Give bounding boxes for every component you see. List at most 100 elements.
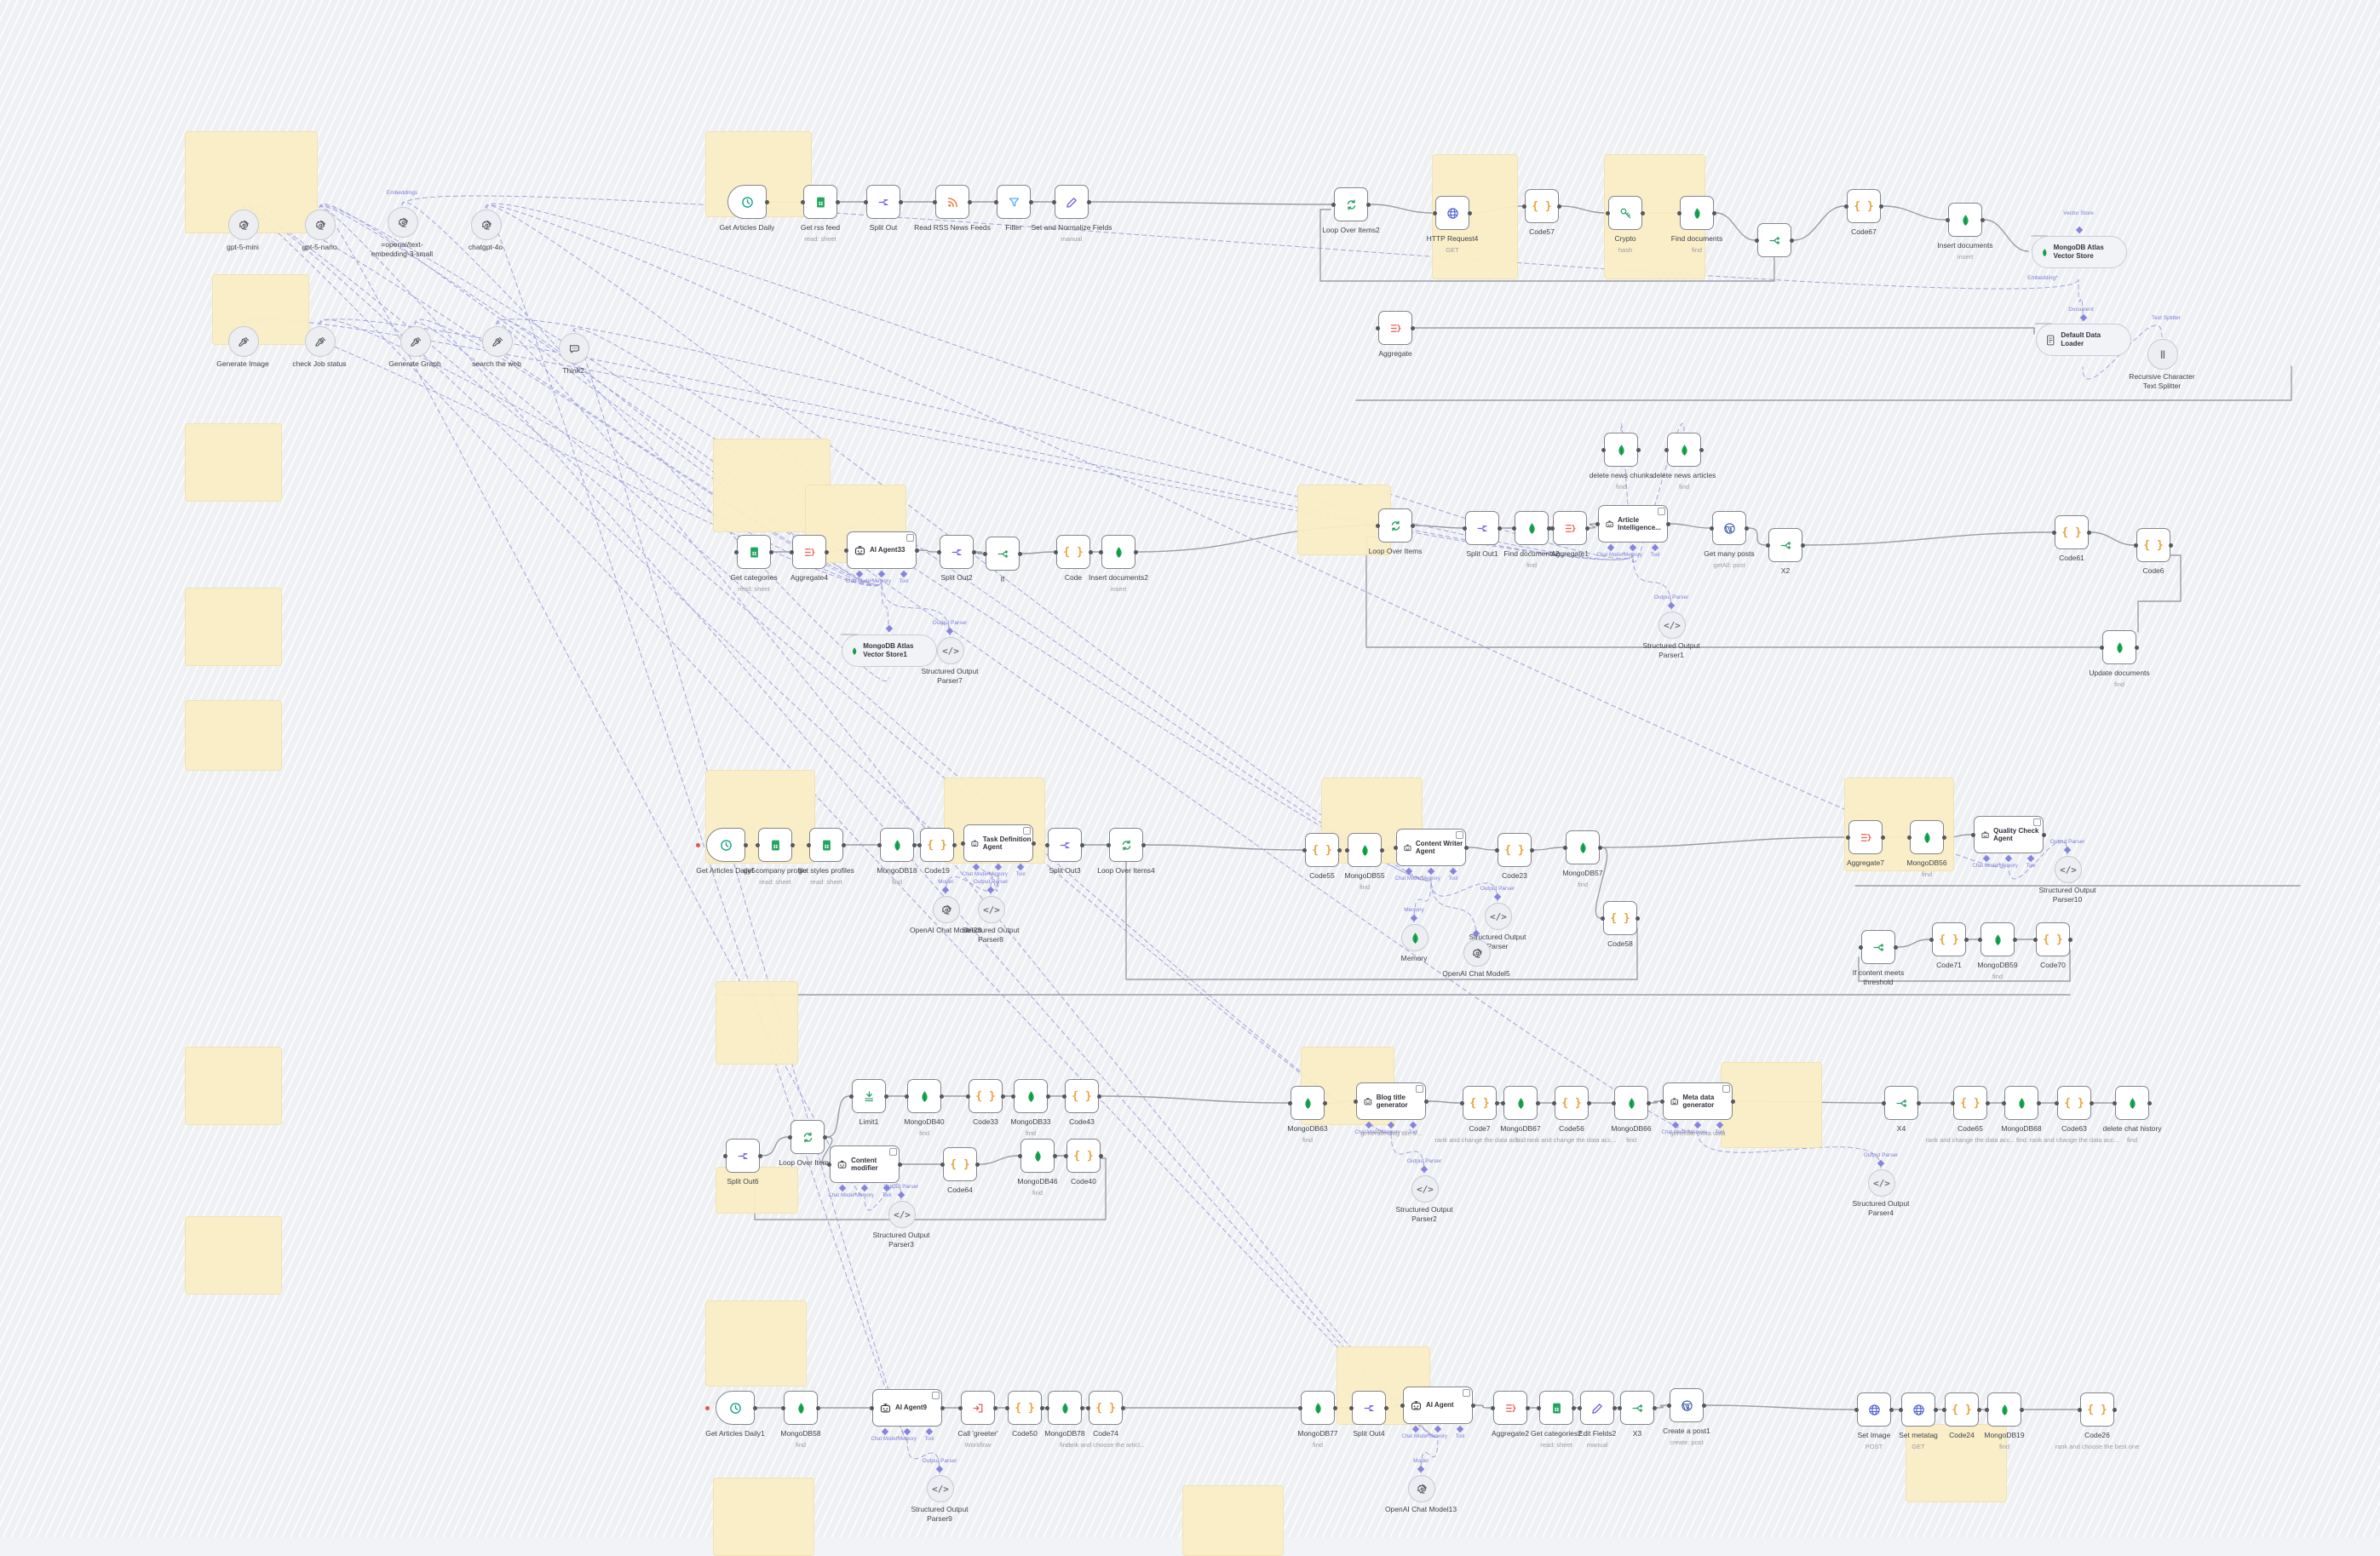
output-port[interactable] — [912, 842, 917, 847]
output-port[interactable] — [1134, 549, 1138, 554]
output-port[interactable] — [1801, 543, 1805, 548]
node-body-default-data-loader[interactable]: Default Data Loader — [2036, 324, 2131, 356]
output-port[interactable] — [769, 549, 773, 554]
input-port[interactable] — [2100, 645, 2104, 650]
ai-port-diamond[interactable] — [1420, 1165, 1429, 1174]
node-body-code57[interactable]: { } — [1525, 189, 1559, 223]
input-port[interactable] — [1537, 1405, 1541, 1410]
output-port[interactable] — [1526, 1405, 1530, 1410]
node-body-filter[interactable] — [997, 185, 1031, 219]
output-port[interactable] — [2013, 937, 2017, 942]
input-port[interactable] — [905, 1094, 909, 1099]
input-port[interactable] — [1394, 845, 1398, 850]
input-port[interactable] — [1433, 210, 1437, 215]
node-body-mongodb40[interactable] — [907, 1079, 941, 1113]
node-body-structured-output-parser8[interactable]: </> — [978, 896, 1005, 923]
input-port[interactable] — [827, 1162, 831, 1167]
node-body-read-rss-news-feeds[interactable] — [935, 185, 969, 219]
input-port[interactable] — [1491, 1405, 1495, 1410]
input-port[interactable] — [1011, 1094, 1015, 1099]
output-port[interactable] — [1699, 447, 1704, 452]
output-port[interactable] — [1879, 204, 1883, 209]
input-port[interactable] — [1946, 217, 1950, 222]
node-body-structured-output-parser2[interactable]: </> — [1411, 1175, 1439, 1203]
node-body-insert-documents2[interactable] — [1101, 535, 1135, 569]
node-body-code71[interactable]: { } — [1932, 922, 1966, 956]
output-port[interactable] — [1029, 199, 1033, 204]
input-port[interactable] — [2134, 543, 2138, 548]
node-body-check-job-status[interactable] — [305, 326, 336, 357]
input-port[interactable] — [1664, 447, 1669, 452]
node-body-structured-output-parser3[interactable]: </> — [888, 1201, 916, 1228]
node-body-mongodb68[interactable] — [2004, 1086, 2038, 1120]
input-port[interactable] — [1854, 1407, 1859, 1412]
node-body-ai-agent9[interactable]: AI Agent9 — [872, 1389, 942, 1427]
input-port[interactable] — [877, 842, 882, 847]
output-port[interactable] — [898, 1162, 902, 1167]
input-port[interactable] — [1907, 835, 1911, 840]
ai-port-diamond[interactable] — [885, 624, 894, 633]
node-body-split-out3[interactable] — [1048, 828, 1082, 862]
input-port[interactable] — [940, 1162, 945, 1167]
input-port[interactable] — [1612, 1100, 1616, 1105]
output-port[interactable] — [1411, 523, 1415, 528]
input-port[interactable] — [1899, 1407, 1903, 1412]
node-body-if-content-meets-threshold[interactable] — [1861, 930, 1895, 964]
input-port[interactable] — [2002, 1100, 2006, 1105]
output-port[interactable] — [790, 842, 795, 847]
output-port[interactable] — [1613, 1405, 1617, 1410]
node-body-loop-over-items4[interactable] — [1109, 828, 1143, 862]
input-port[interactable] — [1086, 1405, 1090, 1410]
output-port[interactable] — [1641, 210, 1645, 215]
output-port[interactable] — [1464, 845, 1469, 850]
input-port[interactable] — [1755, 238, 1759, 243]
ai-port-diamond[interactable] — [838, 1184, 847, 1192]
node-body-mongodb46[interactable] — [1020, 1139, 1055, 1173]
output-port[interactable] — [1557, 204, 1561, 209]
node-body-code55[interactable]: { } — [1305, 833, 1339, 867]
node-body-get-categories[interactable] — [737, 535, 771, 569]
node-body-get-company-profile[interactable] — [758, 828, 792, 862]
node-body-split-out[interactable] — [866, 185, 900, 219]
input-port[interactable] — [1978, 937, 1982, 942]
node-body-openai-chat-model13[interactable] — [1408, 1475, 1435, 1502]
node-body-gpt-5-mini[interactable] — [228, 210, 259, 240]
input-port[interactable] — [1859, 945, 1863, 950]
node-body-recursive-character-text-splitter[interactable]: ‖ — [2147, 339, 2178, 370]
input-port[interactable] — [1522, 204, 1526, 209]
input-port[interactable] — [801, 199, 805, 204]
node-body-code33[interactable]: { } — [969, 1079, 1003, 1113]
node-body-code19[interactable]: { } — [920, 828, 954, 862]
sticky-note[interactable] — [1182, 1485, 1284, 1556]
input-port[interactable] — [1345, 847, 1349, 853]
node-body-mongodb19[interactable] — [1987, 1392, 2021, 1427]
output-port[interactable] — [1934, 1407, 1938, 1412]
output-port[interactable] — [1712, 210, 1716, 215]
output-port[interactable] — [1018, 551, 1022, 556]
node-body-if[interactable] — [1757, 223, 1791, 257]
output-port[interactable] — [753, 1405, 757, 1410]
node-body-call-greeter[interactable] — [961, 1391, 995, 1425]
node-body-delete-news-chunks[interactable] — [1604, 433, 1638, 467]
output-port[interactable] — [1366, 202, 1371, 207]
output-port[interactable] — [2037, 1100, 2041, 1105]
ai-port-diamond[interactable] — [2004, 854, 2013, 863]
sticky-note[interactable] — [1721, 1062, 1822, 1148]
node-body-code61[interactable]: { } — [2055, 515, 2089, 549]
input-port[interactable] — [1302, 847, 1307, 853]
sticky-note[interactable] — [1906, 1424, 2007, 1502]
node-body-structured-output-parser9[interactable]: </> — [927, 1475, 954, 1502]
ai-port-diamond[interactable] — [1410, 914, 1418, 922]
input-port[interactable] — [1376, 523, 1380, 528]
output-port[interactable] — [842, 842, 846, 847]
ai-port-diamond[interactable] — [2026, 854, 2035, 863]
output-port[interactable] — [1536, 1100, 1540, 1105]
node-body-aggregate7[interactable] — [1848, 820, 1883, 854]
input-port[interactable] — [1606, 210, 1610, 215]
output-port[interactable] — [1099, 1153, 1103, 1158]
output-port[interactable] — [968, 199, 972, 204]
input-port[interactable] — [1501, 1100, 1505, 1105]
sticky-note[interactable] — [716, 981, 798, 1065]
node-body-split-out4[interactable] — [1352, 1391, 1386, 1425]
node-body-chatgpt-4o[interactable] — [471, 210, 502, 240]
